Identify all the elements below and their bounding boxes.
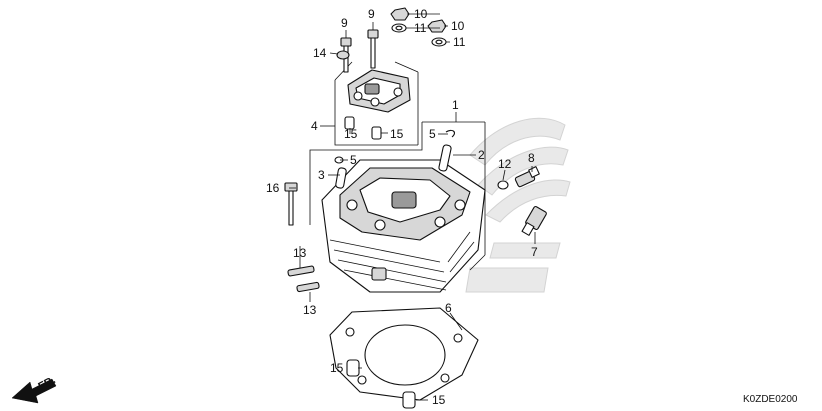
- washer-12: [497, 180, 509, 190]
- washer-11-right: [431, 37, 447, 47]
- callout-9-right: 9: [368, 7, 375, 21]
- callout-13-lower: 13: [303, 303, 317, 317]
- front-direction-arrow: FR.: [11, 374, 58, 404]
- callout-15-holder-left: 15: [344, 127, 358, 141]
- bolt-16: [284, 182, 298, 226]
- spark-plug-7: [521, 206, 547, 236]
- cylinder-head-frame: [309, 121, 486, 271]
- callout-8: 8: [528, 151, 535, 165]
- leader-lines: [289, 13, 536, 401]
- bolt-9-right: [367, 29, 379, 69]
- callout-6: 6: [445, 301, 452, 315]
- callout-13-upper: 13: [293, 246, 307, 260]
- diagram-code: K0ZDE0200: [743, 394, 798, 405]
- valve-guide-3: [335, 167, 347, 189]
- dowel-15-gasket-upper: [346, 359, 360, 377]
- direction-label: FR.: [36, 374, 57, 393]
- valve-guide-2: [438, 144, 452, 172]
- callout-4: 4: [311, 119, 318, 133]
- pin-14: [336, 50, 350, 60]
- dowel-15-holder-right: [371, 126, 382, 140]
- callout-14: 14: [313, 46, 327, 60]
- callout-5-right: 5: [429, 127, 436, 141]
- sensor-8: [514, 166, 540, 188]
- callout-1: 1: [452, 98, 459, 112]
- stud-13-upper: [287, 265, 315, 277]
- callout-11-right: 11: [453, 35, 466, 49]
- callout-11-left: 11: [414, 21, 427, 35]
- callout-16: 16: [266, 181, 280, 195]
- callout-labels: 1 2 3 4 5 5 6 7 8 9 9 10 10 11 11 12 13 …: [266, 7, 538, 407]
- nut-10-left: [390, 7, 410, 21]
- callout-2: 2: [478, 148, 485, 162]
- washer-11-left: [391, 23, 407, 33]
- dowel-15-holder-left: [344, 116, 355, 130]
- callout-15-holder-right: 15: [390, 127, 404, 141]
- callout-15-gasket-upper: 15: [330, 361, 344, 375]
- stud-13-lower: [296, 281, 320, 293]
- clip-5-right: [445, 129, 455, 138]
- callout-12: 12: [498, 157, 512, 171]
- callout-7: 7: [531, 245, 538, 259]
- callout-5-left: 5: [350, 153, 357, 167]
- cylinder-head-gasket-6: [329, 307, 479, 401]
- callout-10-right: 10: [451, 19, 465, 33]
- nut-10-right: [427, 19, 447, 33]
- dowel-15-gasket-lower: [402, 391, 416, 409]
- rocker-arm-holder: [347, 69, 411, 113]
- callout-3: 3: [318, 168, 325, 182]
- callout-9-left: 9: [341, 16, 348, 30]
- rocker-holder-frame: [334, 61, 419, 146]
- callout-15-gasket-lower: 15: [432, 393, 446, 407]
- cylinder-head: [321, 159, 486, 293]
- callout-10-left: 10: [414, 7, 428, 21]
